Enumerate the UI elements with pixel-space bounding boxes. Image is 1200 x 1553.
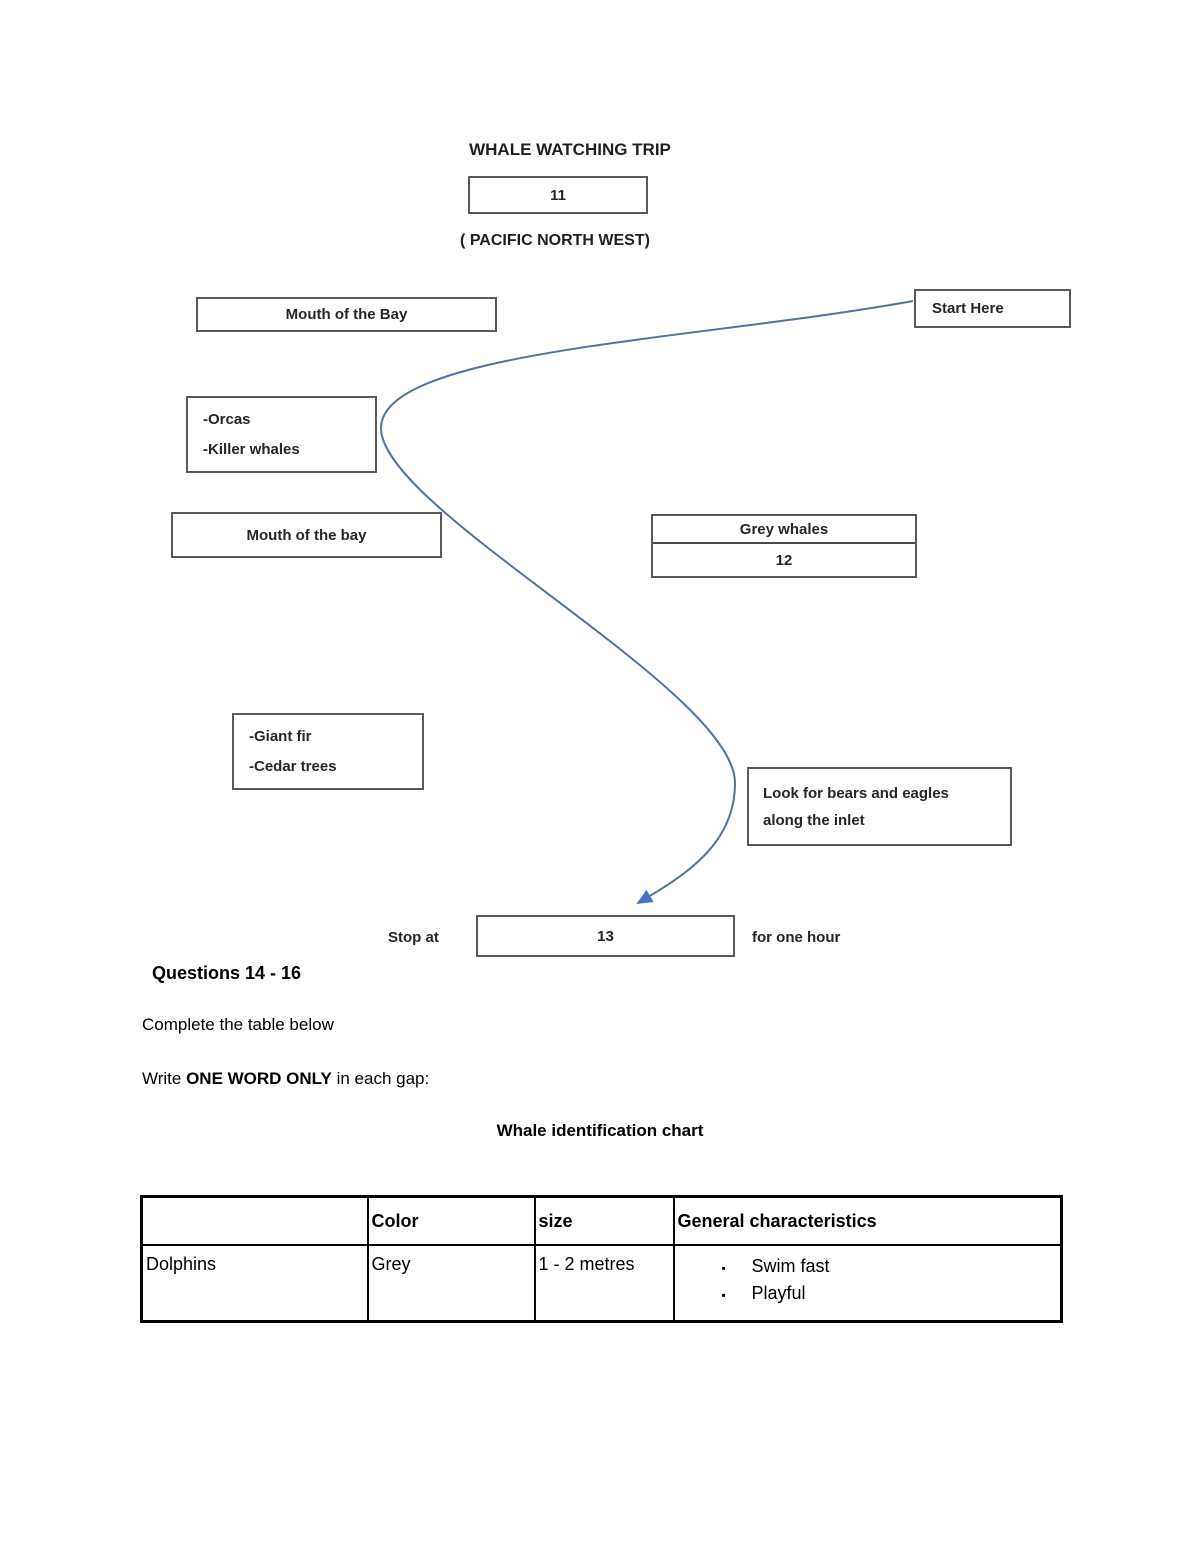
list-item: ▪ Playful [678,1281,1057,1308]
page-title: WHALE WATCHING TRIP [469,140,671,159]
cell-characteristics: ▪ Swim fast ▪ Playful [672,1244,1063,1323]
bears-line-1: Look for bears and eagles [763,785,949,802]
for-one-hour-label: for one hour [752,929,841,946]
instruction-suffix: in each gap: [331,1069,430,1088]
box-grey-whales-group: Grey whales 12 [651,514,917,578]
answer-box-12-label: 12 [775,551,793,569]
box-bears-eagles: Look for bears and eagles along the inle… [747,767,1012,846]
box-orcas: -Orcas -Killer whales [186,396,377,473]
cell-size: 1 - 2 metres [533,1244,675,1323]
box-mouth-of-bay-mid: Mouth of the bay [171,512,442,558]
cell-name: Dolphins [140,1244,369,1323]
cell-color: Grey [366,1244,536,1323]
answer-box-13-label: 13 [597,927,614,945]
box-mouth-of-bay-mid-label: Mouth of the bay [246,526,367,544]
answer-box-12[interactable]: 12 [653,544,915,576]
table-row: Dolphins Grey 1 - 2 metres ▪ Swim fast ▪ P… [140,1244,1063,1323]
stop-at-label: Stop at [388,929,439,946]
instruction-complete-table: Complete the table below [142,1015,334,1034]
trees-line-2: -Cedar trees [249,758,337,775]
grey-whales-label: Grey whales [739,520,829,538]
answer-box-11-label: 11 [550,186,566,204]
characteristic-1: Swim fast [751,1256,830,1276]
orcas-line-2: -Killer whales [203,441,300,458]
list-item: ▪ Swim fast [678,1254,1057,1281]
orcas-line-1: -Orcas [203,411,251,428]
bears-line-2: along the inlet [763,812,865,829]
instruction-bold: ONE WORD ONLY [186,1069,332,1088]
trees-line-1: -Giant fir [249,728,312,745]
bullet-icon: ▪ [721,1261,726,1275]
box-start-here-label: Start Here [932,300,1004,317]
bullet-icon: ▪ [721,1288,726,1302]
instruction-prefix: Write [142,1069,187,1088]
chart-title: Whale identification chart [496,1121,704,1140]
box-start-here: Start Here [914,289,1071,328]
page-subtitle: ( PACIFIC NORTH WEST) [460,232,650,249]
box-mouth-of-bay-top: Mouth of the Bay [196,297,497,332]
characteristics-list: ▪ Swim fast ▪ Playful [678,1254,1057,1308]
whale-identification-table: Color size General characteristics Dolph… [140,1195,1063,1323]
header-general-characteristics: General characteristics [672,1195,1063,1246]
answer-box-13[interactable]: 13 [476,915,735,957]
header-color: Color [366,1195,536,1246]
instruction-one-word: Write ONE WORD ONLY in each gap: [142,1069,429,1089]
answer-box-11[interactable]: 11 [468,176,648,214]
header-size: size [533,1195,675,1246]
characteristic-2: Playful [751,1283,806,1303]
table-header-row: Color size General characteristics [140,1195,1063,1246]
box-giant-fir: -Giant fir -Cedar trees [232,713,424,790]
header-empty [140,1195,369,1246]
box-grey-whales: Grey whales [653,516,915,544]
questions-heading: Questions 14 - 16 [152,963,302,983]
box-mouth-of-bay-top-label: Mouth of the Bay [285,306,408,323]
